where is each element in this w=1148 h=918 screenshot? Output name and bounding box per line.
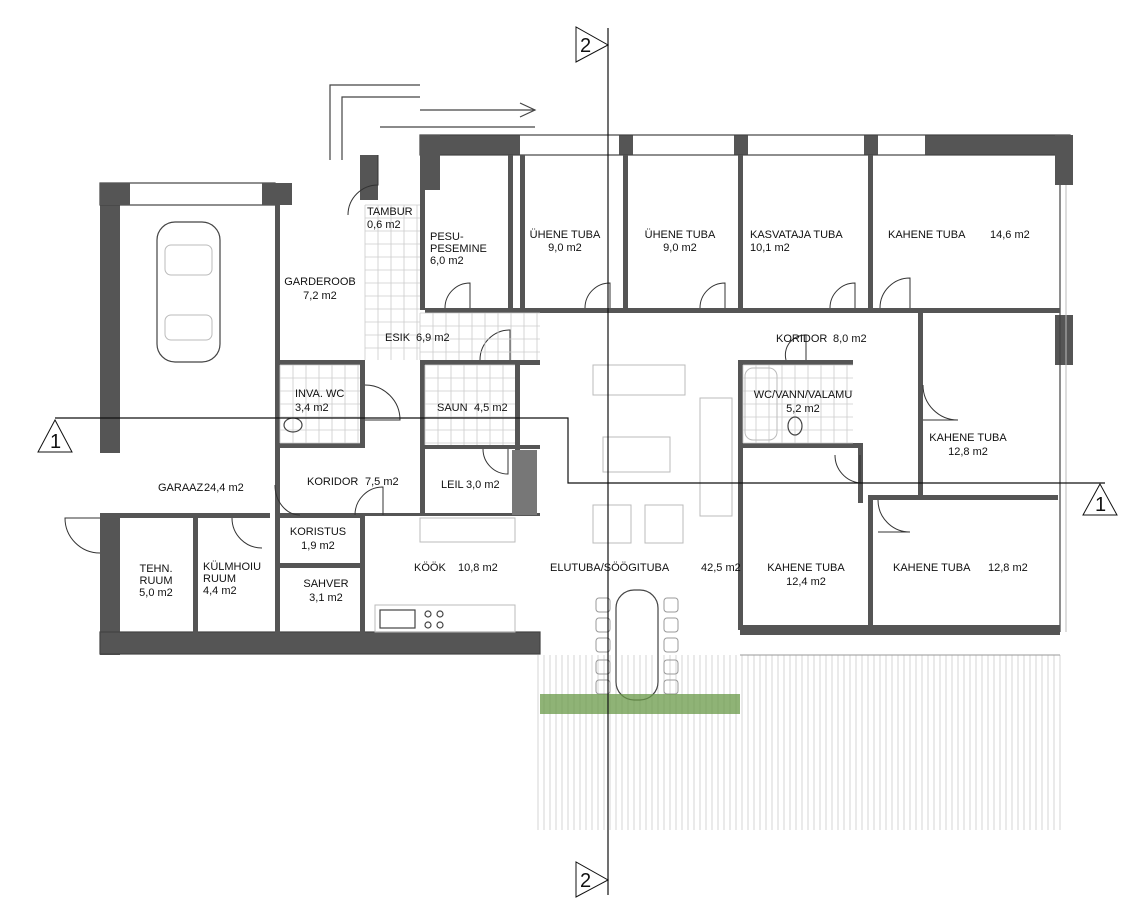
kitchen-counter — [374, 517, 516, 633]
room-area: 6,0 m2 — [430, 255, 464, 267]
section-marker-2-top: 2 — [580, 35, 591, 57]
room-area: 10,1 m2 — [750, 242, 790, 254]
room-name: KAHENE TUBA — [767, 562, 845, 574]
doors — [64, 155, 959, 554]
room-area: 8,0 m2 — [833, 333, 867, 345]
chair-icon — [663, 637, 679, 653]
room-name: GARAAZ — [158, 482, 204, 494]
room-labels: TAMBUR 0,6 m2 PESU- PESEMINE 6,0 m2 ÜHEN… — [139, 206, 1030, 604]
room-name: KAHENE TUBA — [893, 562, 971, 574]
chair-icon — [663, 617, 679, 633]
chair-icon — [663, 597, 679, 613]
planter — [540, 694, 740, 714]
room-area: 7,2 m2 — [303, 290, 337, 302]
room-area: 12,8 m2 — [988, 562, 1028, 574]
room-name: ESIK — [385, 332, 411, 344]
car-icon — [156, 221, 221, 363]
room-name: KORIDOR — [307, 476, 358, 488]
room-name: ELUTUBA/SÖÖGITUBA — [550, 562, 670, 574]
terrace-deck — [537, 654, 1061, 830]
room-area: 24,4 m2 — [204, 482, 244, 494]
room-name: WC/VANN/VALAMU — [754, 389, 853, 401]
room-name: SAHVER — [303, 578, 348, 590]
tile-grid — [279, 204, 853, 445]
room-area: 5,0 m2 — [139, 587, 173, 599]
room-area: 10,8 m2 — [458, 562, 498, 574]
room-area: 4,5 m2 — [474, 402, 508, 414]
chair-icon — [595, 637, 611, 653]
room-name: KAHENE TUBA — [929, 432, 1007, 444]
room-name: RUUM — [140, 575, 173, 587]
section-marker-1-right: 1 — [1095, 494, 1106, 516]
room-name: LEIL — [441, 479, 464, 491]
room-name: ÜHENE TUBA — [645, 229, 716, 241]
room-area: 12,4 m2 — [786, 576, 826, 588]
room-name: ÜHENE TUBA — [530, 229, 601, 241]
room-area: 9,0 m2 — [548, 242, 582, 254]
section-line-2: 2 2 — [575, 26, 610, 898]
room-area: 7,5 m2 — [365, 476, 399, 488]
room-name: KÖÖK — [414, 562, 446, 574]
room-area: 0,6 m2 — [367, 219, 401, 231]
room-area: 12,8 m2 — [948, 446, 988, 458]
room-area: 4,4 m2 — [203, 585, 237, 597]
entrance-steps — [329, 84, 537, 160]
room-name: KASVATAJA TUBA — [750, 229, 843, 241]
chair-icon — [595, 659, 611, 675]
room-name: KORIDOR — [776, 333, 827, 345]
section-line-1: 1 1 — [37, 417, 1118, 516]
room-name: GARDEROOB — [284, 276, 356, 288]
room-area: 9,0 m2 — [663, 242, 697, 254]
room-area: 6,9 m2 — [416, 332, 450, 344]
chair-icon — [595, 617, 611, 633]
room-area: 1,9 m2 — [301, 540, 335, 552]
chair-icon — [663, 659, 679, 675]
room-name: SAUN — [437, 402, 468, 414]
section-marker-2-bottom: 2 — [580, 870, 591, 892]
room-area: 14,6 m2 — [990, 229, 1030, 241]
room-name: TAMBUR — [367, 206, 413, 218]
room-name: PESEMINE — [430, 243, 487, 255]
room-name: PESU- — [430, 231, 464, 243]
walls — [99, 134, 1073, 655]
sofa-icon — [592, 364, 733, 544]
room-name: RUUM — [203, 573, 236, 585]
room-area: 42,5 m2 — [701, 562, 741, 574]
room-name: KAHENE TUBA — [888, 229, 966, 241]
room-name: TEHN. — [140, 563, 173, 575]
section-marker-1-left: 1 — [50, 431, 61, 453]
room-name: INVA. WC — [295, 388, 344, 400]
bathtub-icon — [283, 367, 803, 441]
room-name: KÜLMHOIU — [203, 561, 261, 573]
room-area: 3,0 m2 — [466, 479, 500, 491]
room-name: KORISTUS — [290, 526, 346, 538]
room-area: 3,4 m2 — [295, 402, 329, 414]
room-area: 3,1 m2 — [309, 592, 343, 604]
chair-icon — [595, 597, 611, 613]
room-area: 5,2 m2 — [786, 403, 820, 415]
